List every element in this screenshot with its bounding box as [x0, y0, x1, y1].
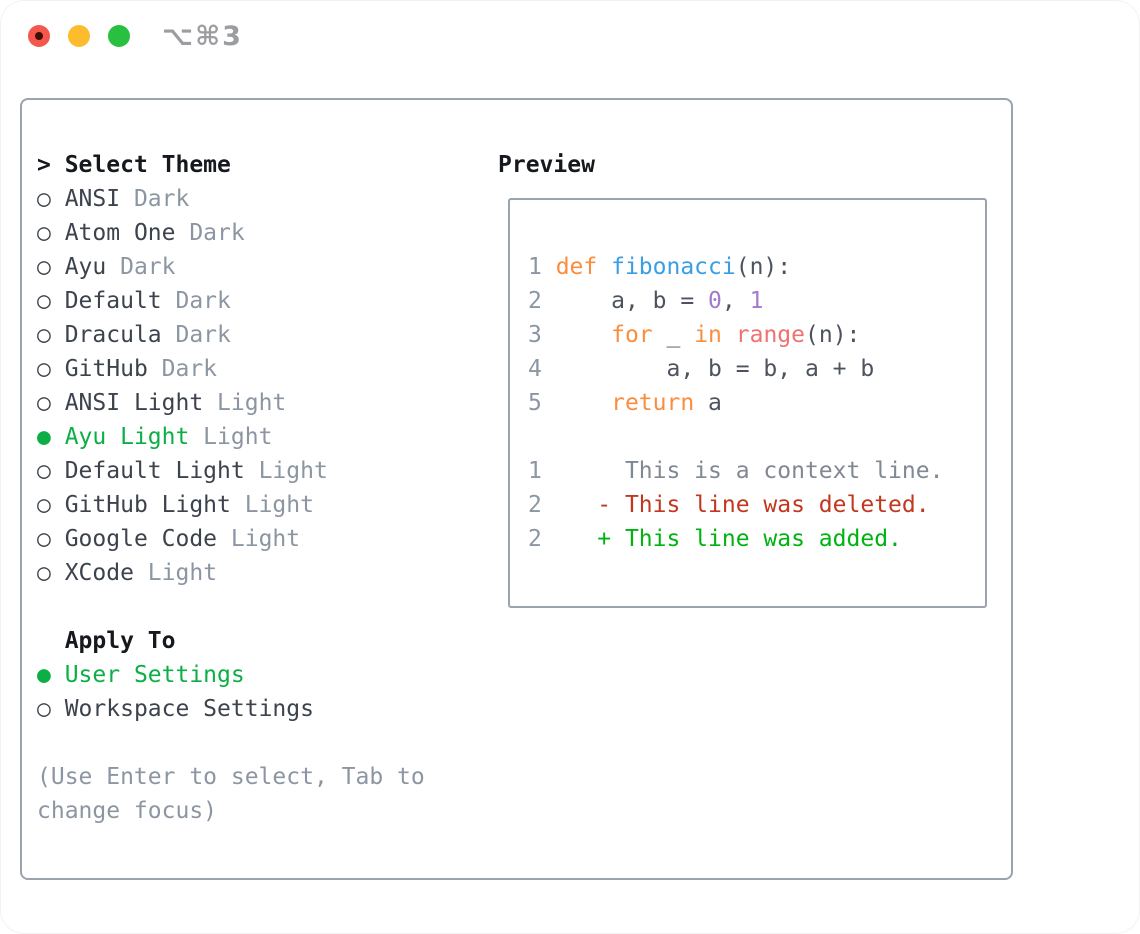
radio-icon: ○	[37, 254, 65, 280]
spacer	[37, 726, 425, 760]
radio-icon: ○	[37, 220, 65, 246]
theme-option-github-dark[interactable]: ○ GitHub Dark	[37, 356, 218, 382]
titlebar: ⌥⌘3	[0, 0, 1140, 72]
spacer	[37, 590, 425, 624]
radio-icon: ○	[37, 492, 65, 518]
help-text-line-1: (Use Enter to select, Tab to	[37, 764, 425, 790]
radio-icon: ○	[37, 356, 65, 382]
code-line-1: 1 def fibonacci(n):	[528, 254, 792, 280]
theme-option-default-dark[interactable]: ○ Default Dark	[37, 288, 231, 314]
diff-context-line: 1 This is a context line.	[528, 458, 944, 484]
code-line-4: 4 a, b = b, a + b	[528, 356, 875, 382]
theme-option-default-light[interactable]: ○ Default Light Light	[37, 458, 328, 484]
diff-added-line: 2 + This line was added.	[528, 526, 902, 552]
zoom-button[interactable]	[108, 25, 130, 47]
apply-option-workspace-settings[interactable]: ○ Workspace Settings	[37, 696, 314, 722]
focus-caret-icon: >	[37, 152, 65, 178]
theme-option-ayu-dark[interactable]: ○ Ayu Dark	[37, 254, 176, 280]
code-line-3: 3 for _ in range(n):	[528, 322, 861, 348]
radio-icon: ○	[37, 696, 65, 722]
code-line-2: 2 a, b = 0, 1	[528, 288, 764, 314]
theme-menu: > Select Theme ○ ANSI Dark ○ Atom One Dark…	[37, 148, 425, 828]
theme-option-xcode-light[interactable]: ○ XCode Light	[37, 560, 218, 586]
preview-title: Preview	[498, 152, 595, 178]
apply-option-user-settings[interactable]: ● User Settings	[37, 662, 245, 688]
help-text-line-2: change focus)	[37, 798, 218, 824]
radio-icon: ○	[37, 560, 65, 586]
theme-option-ansi-dark[interactable]: ○ ANSI Dark	[37, 186, 190, 212]
spacer	[528, 420, 985, 454]
code-line-5: 5 return a	[528, 390, 722, 416]
theme-option-google-code-light[interactable]: ○ Google Code Light	[37, 526, 301, 552]
radio-icon: ○	[37, 526, 65, 552]
theme-option-atom-one-dark[interactable]: ○ Atom One Dark	[37, 220, 245, 246]
theme-option-github-light[interactable]: ○ GitHub Light Light	[37, 492, 314, 518]
radio-icon: ○	[37, 288, 65, 314]
window-title: ⌥⌘3	[162, 20, 243, 52]
theme-picker-panel: > Select Theme ○ ANSI Dark ○ Atom One Dark…	[20, 98, 1013, 880]
radio-selected-icon: ●	[37, 662, 65, 688]
theme-option-ayu-light[interactable]: ● Ayu Light Light	[37, 424, 273, 450]
theme-option-dracula-dark[interactable]: ○ Dracula Dark	[37, 322, 231, 348]
radio-icon: ○	[37, 458, 65, 484]
radio-icon: ○	[37, 186, 65, 212]
radio-selected-icon: ●	[37, 424, 65, 450]
preview-box: 1 def fibonacci(n): 2 a, b = 0, 1 3 for _ …	[508, 198, 987, 608]
radio-icon: ○	[37, 390, 65, 416]
radio-icon: ○	[37, 322, 65, 348]
traffic-lights	[0, 25, 130, 47]
minimize-button[interactable]	[68, 25, 90, 47]
diff-deleted-line: 2 - This line was deleted.	[528, 492, 930, 518]
select-theme-header: > Select Theme	[37, 152, 231, 178]
theme-option-ansi-light[interactable]: ○ ANSI Light Light	[37, 390, 287, 416]
close-button[interactable]	[28, 25, 50, 47]
apply-to-header: Apply To	[37, 628, 176, 654]
